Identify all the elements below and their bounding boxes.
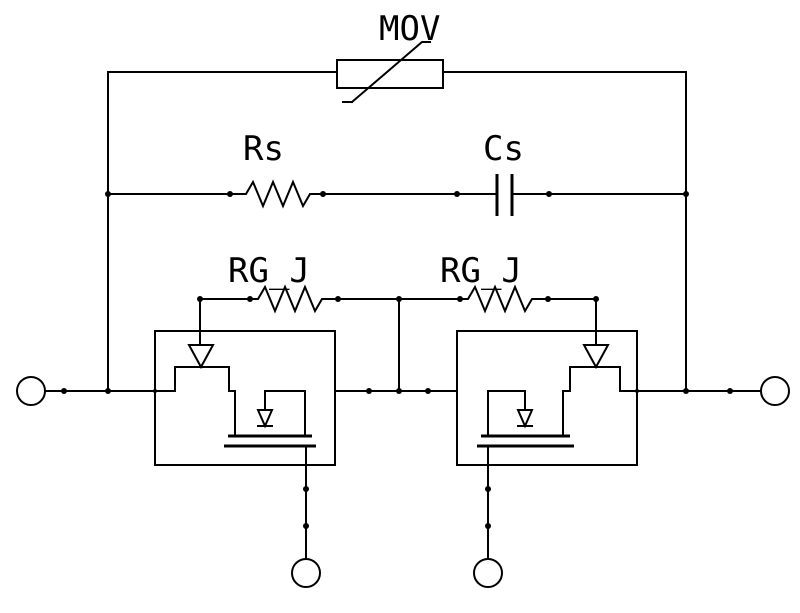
terminal-gate-left[interactable] bbox=[291, 558, 321, 588]
right-jfet-module bbox=[456, 330, 638, 560]
rs-label: Rs bbox=[243, 129, 284, 169]
mov-varistor bbox=[336, 41, 444, 104]
junction-dots bbox=[61, 191, 733, 529]
rs-resistor bbox=[237, 179, 324, 209]
outer-wiring bbox=[44, 71, 762, 392]
rg-right-label: RG_J bbox=[440, 251, 522, 291]
terminal-left[interactable] bbox=[16, 376, 46, 406]
gate-bus bbox=[199, 284, 597, 392]
terminal-gate-right[interactable] bbox=[473, 558, 503, 588]
cs-capacitor bbox=[495, 174, 514, 216]
rg-left-label: RG_J bbox=[228, 251, 310, 291]
cs-label: Cs bbox=[483, 129, 524, 169]
mov-label: MOV bbox=[379, 9, 440, 49]
left-jfet-module bbox=[154, 330, 336, 560]
terminal-right[interactable] bbox=[760, 376, 790, 406]
